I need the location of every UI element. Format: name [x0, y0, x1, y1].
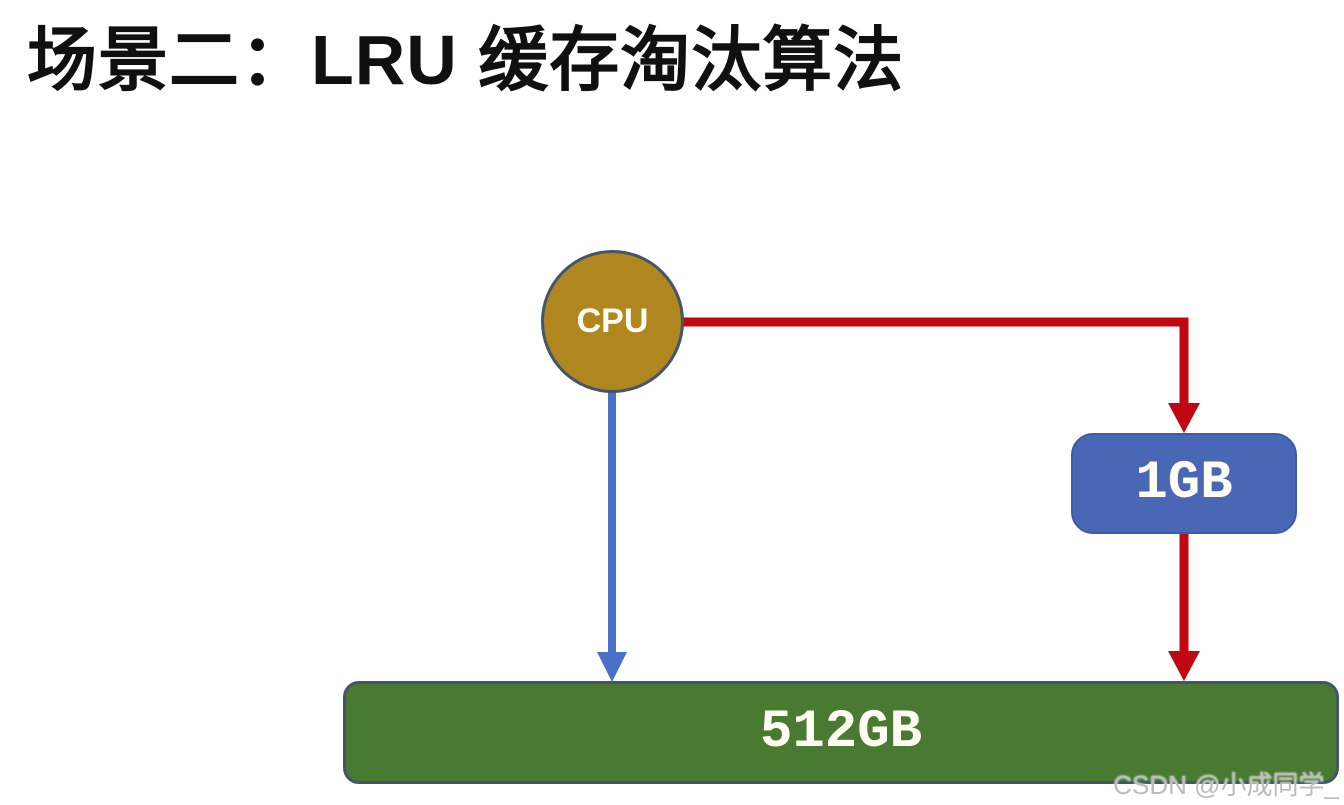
arrowhead-down-icon	[1168, 651, 1200, 681]
cpu-node[interactable]: CPU	[541, 250, 684, 393]
arrow-cpu-to-memory	[597, 390, 627, 682]
arrow-cache-to-memory	[1168, 534, 1200, 681]
arrowhead-down-icon	[597, 652, 627, 682]
arrowhead-down-icon	[1168, 403, 1200, 433]
page-title: 场景二：LRU 缓存淘汰算法	[27, 21, 905, 99]
cache-node-label: 1GB	[1135, 453, 1233, 514]
csdn-watermark: CSDN @小成同学_	[1113, 770, 1339, 800]
memory-node-label: 512GB	[759, 702, 923, 763]
memory-512gb-node[interactable]: 512GB	[343, 681, 1339, 784]
cache-1gb-node[interactable]: 1GB	[1071, 433, 1297, 534]
arrow-cpu-to-cache	[680, 317, 1200, 433]
cpu-node-label: CPU	[576, 302, 649, 340]
